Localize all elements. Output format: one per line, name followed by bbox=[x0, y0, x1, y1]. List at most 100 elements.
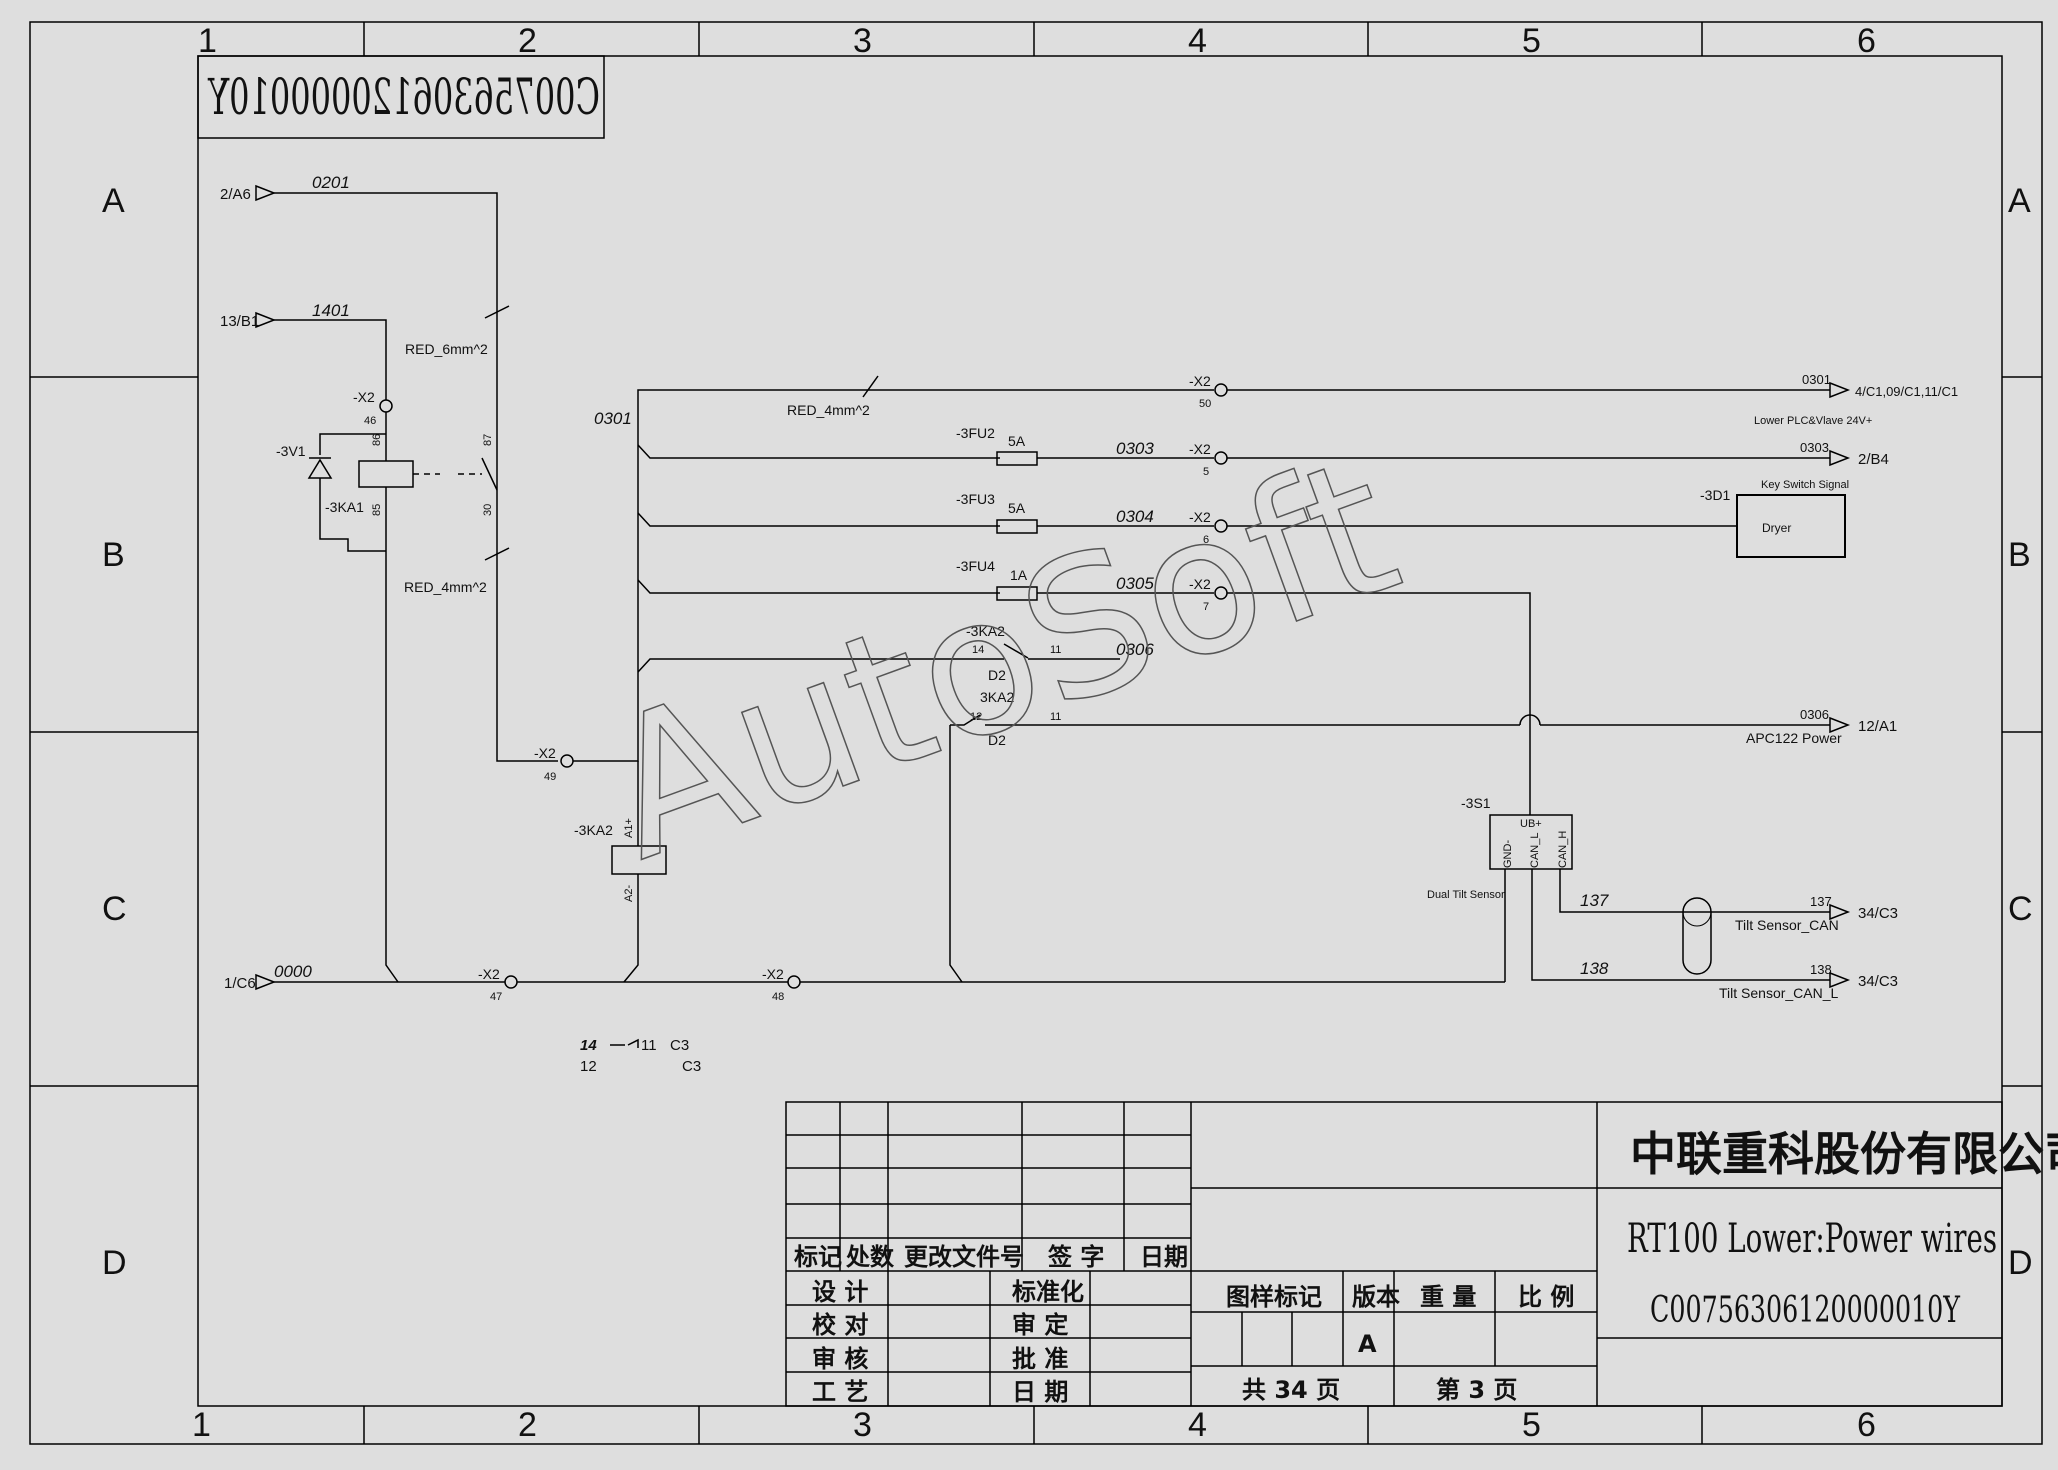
tilt-gnd-pin: GND- bbox=[1502, 840, 1514, 868]
fuse-3fu2-label: -3FU2 bbox=[956, 425, 995, 441]
ka1-pin-86: 86 bbox=[371, 434, 383, 446]
x2-num-47: 47 bbox=[490, 991, 502, 1003]
terminal-x2-47 bbox=[504, 975, 518, 989]
fuse-3fu2 bbox=[996, 451, 1038, 466]
ka2-pin-11b: 11 bbox=[1050, 711, 1061, 723]
lower-plc-label: Lower PLC&Vlave 24V+ bbox=[1754, 415, 1872, 427]
relay-3ka2-contact2-label: 3KA2 bbox=[980, 689, 1014, 705]
cable-red-4mm-bottom: RED_4mm^2 bbox=[404, 579, 487, 595]
ref-out-137: 34/C3 bbox=[1858, 905, 1898, 922]
wire-0201: 0201 bbox=[312, 173, 350, 192]
row-label-D-right: D bbox=[2008, 1244, 2033, 1282]
col-label-3-top: 3 bbox=[853, 22, 872, 60]
wire-0306: 0306 bbox=[1116, 640, 1154, 659]
drawing-title: RT100 Lower:Power wires bbox=[1627, 1216, 1997, 1262]
x2-num-49: 49 bbox=[544, 771, 556, 783]
tilt-sensor-box bbox=[1489, 814, 1573, 870]
ref-out-0301: 4/C1,09/C1,11/C1 bbox=[1855, 384, 1958, 399]
col-weight: 重 量 bbox=[1420, 1283, 1476, 1311]
xref-11: 11 bbox=[641, 1037, 657, 1054]
rev-header-doc: 更改文件号 bbox=[904, 1243, 1024, 1271]
relay-3ka2-contact-label: -3KA2 bbox=[966, 623, 1005, 639]
ka2-pin-12: 12 bbox=[970, 711, 982, 723]
tilt-can-label: Tilt Sensor_CAN bbox=[1735, 917, 1839, 933]
col-label-4-bottom: 4 bbox=[1188, 1406, 1207, 1444]
xref-12: 12 bbox=[580, 1058, 597, 1075]
x2-label-49: -X2 bbox=[534, 745, 556, 761]
col-drawing-mark: 图样标记 bbox=[1226, 1283, 1322, 1311]
cable-red-6mm: RED_6mm^2 bbox=[405, 341, 488, 357]
wire-0303-right: 0303 bbox=[1800, 440, 1829, 455]
relay-3ka1-label: -3KA1 bbox=[325, 499, 364, 515]
ref-in-c6: 1/C6 bbox=[224, 975, 256, 992]
xref-c3-a: C3 bbox=[670, 1037, 689, 1054]
wire-0304: 0304 bbox=[1116, 507, 1154, 526]
sign-date: 日 期 bbox=[1012, 1378, 1068, 1406]
col-label-4-top: 4 bbox=[1188, 22, 1207, 60]
cable-red-4mm-top: RED_4mm^2 bbox=[787, 402, 870, 418]
key-switch-label: Key Switch Signal bbox=[1761, 479, 1849, 491]
col-version: 版本 bbox=[1352, 1283, 1400, 1311]
ka2-pin-11: 11 bbox=[1050, 644, 1061, 656]
sign-process: 工 艺 bbox=[812, 1378, 868, 1406]
ka2-pin-14: 14 bbox=[972, 644, 984, 656]
col-scale: 比 例 bbox=[1518, 1283, 1574, 1311]
row-label-C-right: C bbox=[2008, 890, 2033, 928]
rev-header-date: 日期 bbox=[1140, 1243, 1188, 1271]
outer-frame bbox=[29, 21, 2043, 1445]
wire-0303: 0303 bbox=[1116, 439, 1154, 458]
sheet-number: 第 3 页 bbox=[1436, 1376, 1517, 1404]
wire-138-right: 138 bbox=[1810, 962, 1832, 977]
x2-num-48: 48 bbox=[772, 991, 784, 1003]
x2-num-5: 5 bbox=[1203, 466, 1209, 478]
relay-coil-3ka1 bbox=[358, 460, 414, 488]
col-label-6-top: 6 bbox=[1857, 22, 1876, 60]
watermark: AutoSoft bbox=[580, 416, 1422, 903]
tilt-can-l-label: Tilt Sensor_CAN_L bbox=[1719, 985, 1839, 1001]
row-label-C-left: C bbox=[102, 890, 127, 928]
dryer-label: Dryer bbox=[1762, 521, 1791, 535]
apc122-label: APC122 Power bbox=[1746, 730, 1842, 746]
col-label-2-top: 2 bbox=[518, 22, 537, 60]
sign-standard: 标准化 bbox=[1012, 1278, 1084, 1306]
sign-ratify: 批 准 bbox=[1012, 1345, 1068, 1373]
fuse-3fu4-rating: 1A bbox=[1010, 567, 1028, 583]
rev-header-mark: 标记 bbox=[794, 1243, 842, 1271]
x2-label-5: -X2 bbox=[1189, 441, 1211, 457]
wire-0306-right: 0306 bbox=[1800, 707, 1829, 722]
dryer-box bbox=[1736, 494, 1846, 558]
terminal-x2-48 bbox=[787, 975, 801, 989]
sign-approve: 审 定 bbox=[1012, 1311, 1068, 1339]
diode-d2-label-b: D2 bbox=[988, 732, 1006, 748]
xref-c3-b: C3 bbox=[682, 1058, 701, 1075]
company-name: 中联重科股份有限公司 bbox=[1630, 1127, 2058, 1181]
x2-num-7: 7 bbox=[1203, 601, 1209, 613]
x2-label-50: -X2 bbox=[1189, 373, 1211, 389]
relay-coil-3ka2 bbox=[611, 845, 667, 875]
wire-1401: 1401 bbox=[312, 301, 350, 320]
dryer-ref-label: -3D1 bbox=[1700, 487, 1731, 503]
col-label-3-bottom: 3 bbox=[853, 1406, 872, 1444]
title-block-grid bbox=[785, 1101, 2003, 1407]
col-label-5-bottom: 5 bbox=[1522, 1406, 1541, 1444]
row-label-D-left: D bbox=[102, 1244, 127, 1282]
ref-out-0306: 12/A1 bbox=[1858, 718, 1897, 735]
terminal-x2-50 bbox=[1214, 383, 1228, 397]
row-dividers bbox=[30, 376, 2042, 1087]
x2-label-7: -X2 bbox=[1189, 576, 1211, 592]
drawing-number: C00756306120000010Y bbox=[1650, 1290, 1961, 1331]
x2-num-6: 6 bbox=[1203, 534, 1209, 546]
col-label-5-top: 5 bbox=[1522, 22, 1541, 60]
sign-review: 审 核 bbox=[812, 1345, 868, 1373]
total-sheets: 共 34 页 bbox=[1242, 1376, 1340, 1404]
ref-out-0303: 2/B4 bbox=[1858, 451, 1889, 468]
x2-label-46: -X2 bbox=[353, 389, 375, 405]
row-label-B-right: B bbox=[2008, 536, 2031, 574]
rev-header-count: 处数 bbox=[845, 1243, 895, 1271]
wire-138: 138 bbox=[1580, 959, 1609, 978]
col-label-2-bottom: 2 bbox=[518, 1406, 537, 1444]
x2-label-6: -X2 bbox=[1189, 509, 1211, 525]
tilt-can-l-pin: CAN_L bbox=[1529, 833, 1541, 868]
wire-0305: 0305 bbox=[1116, 574, 1154, 593]
